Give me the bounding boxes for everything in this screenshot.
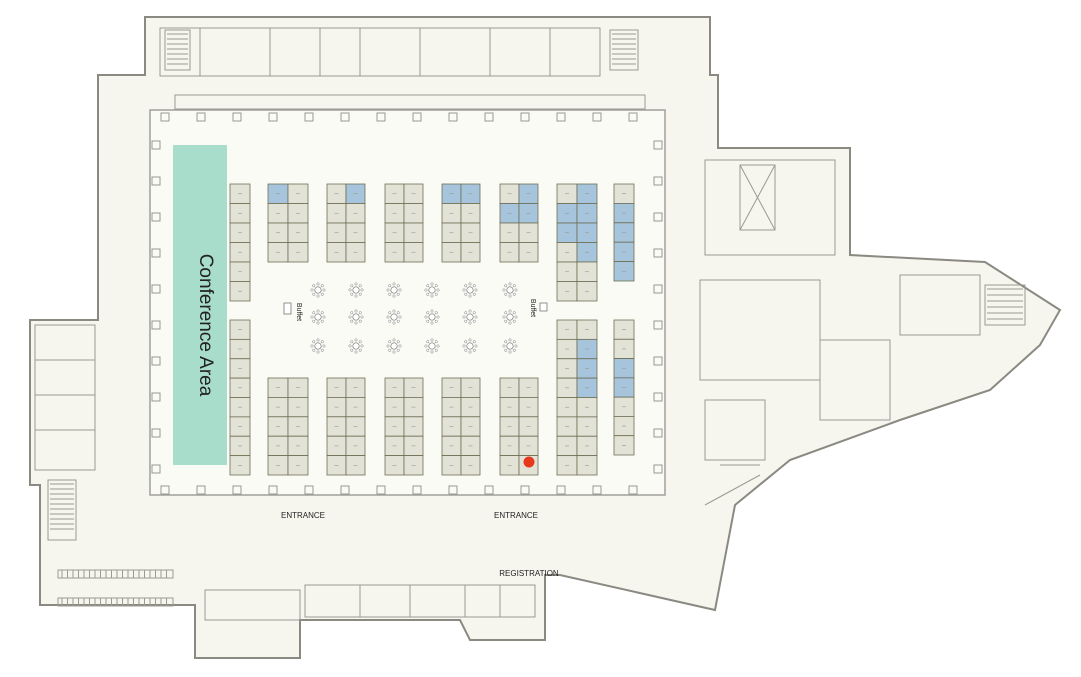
column [653,176,663,186]
column [151,248,161,258]
column [520,112,530,122]
stairwell-right [984,284,1026,326]
column [376,112,386,122]
round-table-icon [348,338,364,354]
column [484,485,494,495]
column [653,140,663,150]
entrance-label-left: ENTRANCE [281,511,325,520]
column [160,485,170,495]
column [628,485,638,495]
round-table-icon [424,282,440,298]
top-service-rooms [159,27,601,77]
column [340,485,350,495]
column [556,112,566,122]
right-lower-rooms [704,399,766,461]
column [232,485,242,495]
column [151,428,161,438]
booth-grid [229,183,635,476]
column [151,392,161,402]
column [592,112,602,122]
round-table-icon [310,338,326,354]
column [484,112,494,122]
round-table-icon [502,338,518,354]
column [151,464,161,474]
column [151,356,161,366]
escalator-bottom [57,597,174,607]
column [304,112,314,122]
registration-label: REGISTRATION [499,569,559,578]
column [412,485,422,495]
right-office-block [899,274,981,336]
column [653,392,663,402]
buffet-label-left: Buffet [295,303,302,321]
column [448,485,458,495]
column [653,284,663,294]
round-table-icon [310,282,326,298]
bottom-service-rooms [204,589,301,621]
round-table-icon [310,309,326,325]
column [151,212,161,222]
column [653,356,663,366]
column [196,485,206,495]
bottom-corridor-rooms [304,584,536,618]
column [196,112,206,122]
column [232,112,242,122]
wall-line [704,474,761,506]
column [268,112,278,122]
column [268,485,278,495]
column [151,140,161,150]
stairwell-left [47,479,77,541]
round-table-icon [386,338,402,354]
column [556,485,566,495]
column [592,485,602,495]
entrance-label-right: ENTRANCE [494,511,538,520]
stairwell-top-left [164,29,191,71]
column [412,112,422,122]
buffet-station-right [539,302,548,312]
right-office-block [699,279,821,381]
round-table-icon [502,309,518,325]
round-table-icon [348,309,364,325]
round-table-icon [462,309,478,325]
conference-area[interactable] [173,145,227,465]
column [151,320,161,330]
stairwell-top-right [609,29,639,71]
elevator-cross [739,164,776,231]
location-marker-icon[interactable] [523,456,535,468]
right-office-block [819,339,891,421]
elevator-shaft [739,164,776,231]
buffet-label-right: Buffet [529,299,536,317]
round-table-icon [386,282,402,298]
column [160,112,170,122]
round-table-icon [386,309,402,325]
buffet-station-left [283,302,292,315]
round-table-icon [462,282,478,298]
dining-area [310,282,518,354]
round-table-icon [424,338,440,354]
column [628,112,638,122]
round-table-icon [502,282,518,298]
column [653,320,663,330]
column [520,485,530,495]
column [151,284,161,294]
column [304,485,314,495]
conference-area-label: Conference Area [195,254,216,397]
column [340,112,350,122]
hall-top-wall [174,94,646,110]
column [653,428,663,438]
column [653,212,663,222]
column [376,485,386,495]
round-table-icon [462,338,478,354]
round-table-icon [348,282,364,298]
column [448,112,458,122]
round-table-icon [424,309,440,325]
left-service-rooms [34,324,96,471]
room-details [34,27,1026,621]
column [653,248,663,258]
column [653,464,663,474]
column [151,176,161,186]
escalator-top [57,569,174,579]
right-service-rooms [704,159,836,256]
